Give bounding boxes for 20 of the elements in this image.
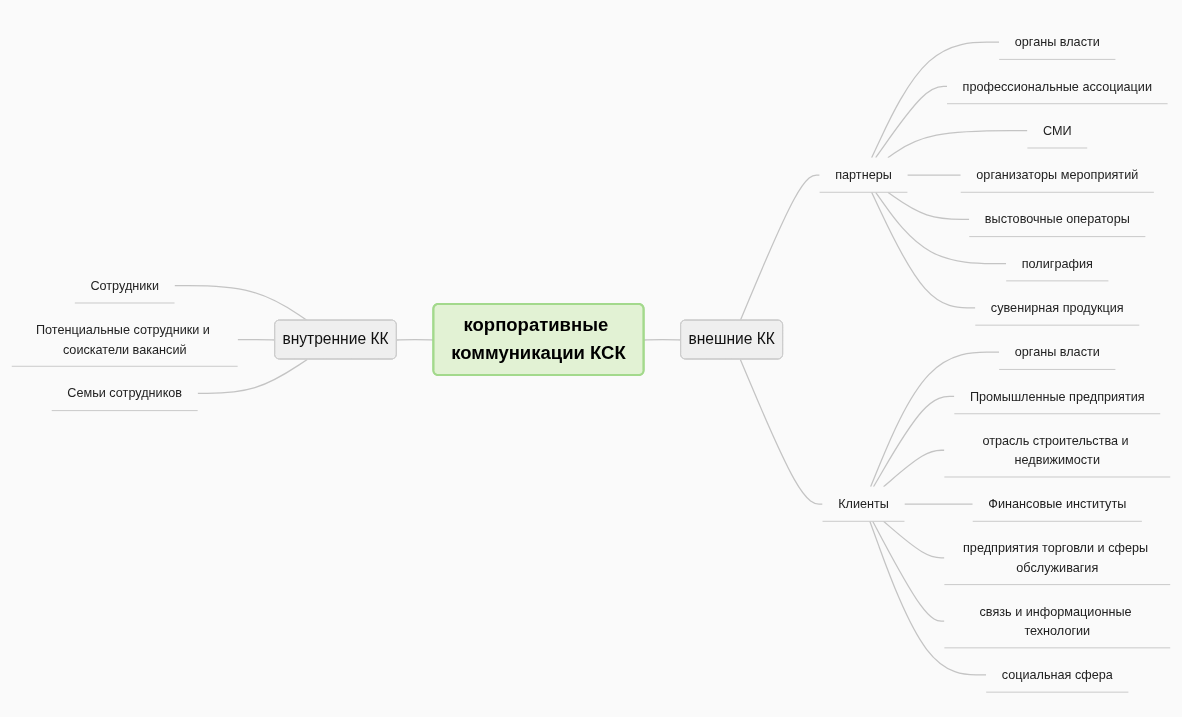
connector (237, 338, 276, 341)
connector (882, 520, 945, 559)
connector (906, 174, 962, 176)
connector (869, 351, 1000, 488)
connector (197, 358, 308, 394)
connector (872, 395, 955, 488)
connector (739, 358, 824, 505)
connector (871, 191, 976, 309)
connector (887, 191, 970, 220)
connector (903, 503, 974, 505)
connector (869, 520, 987, 676)
connector (643, 339, 682, 341)
connector (173, 285, 308, 322)
connector (739, 174, 821, 322)
connector (875, 191, 1007, 265)
connector (887, 130, 1029, 159)
connector (875, 85, 948, 159)
connector (872, 520, 945, 622)
connector (871, 41, 1000, 159)
connector (882, 449, 945, 488)
